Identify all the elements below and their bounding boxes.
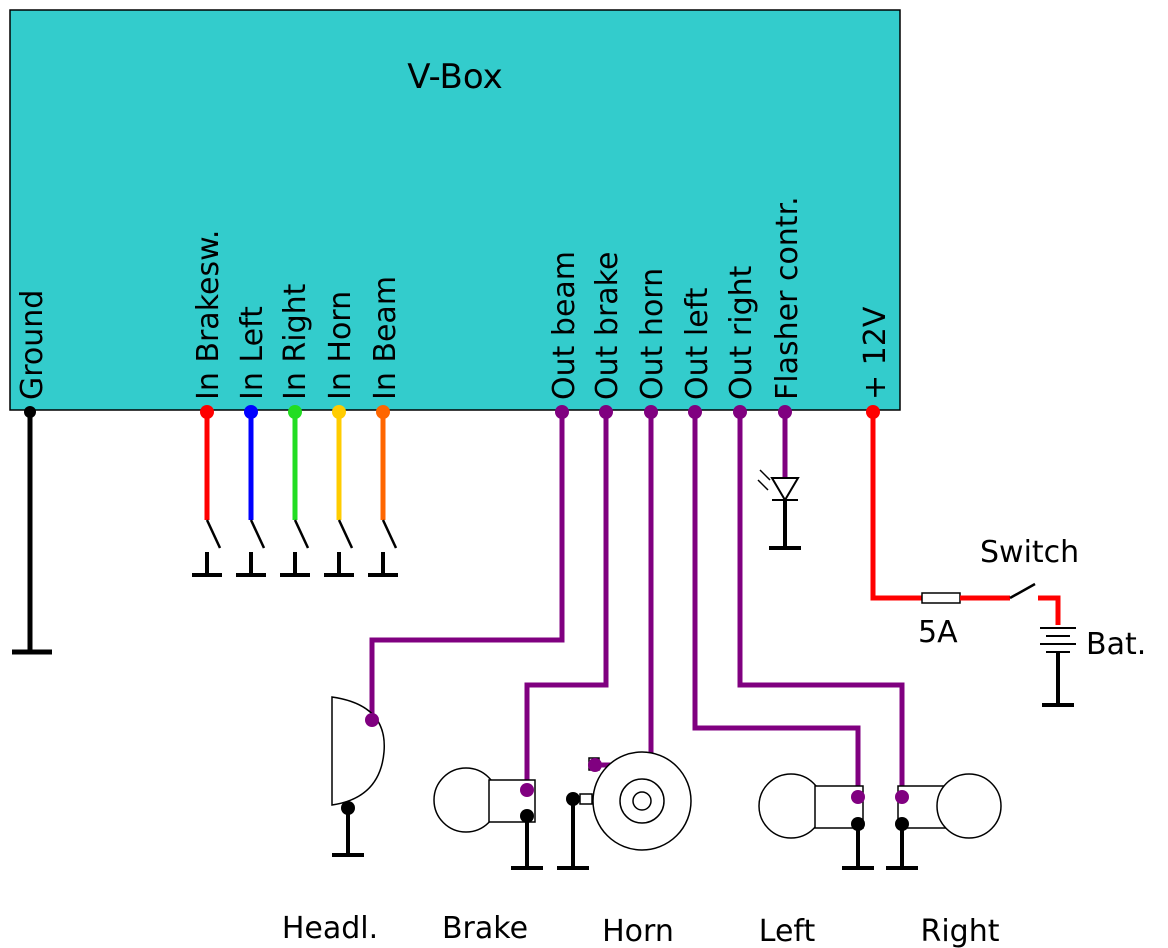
headlight-label: Headl. [282,911,378,946]
pin-label-ground: Ground [15,290,50,400]
pin-label-out-horn: Out horn [635,268,670,400]
out-left-wire [692,412,861,797]
out-horn-wire [595,412,654,768]
v-box-title: V-Box [407,57,503,97]
out-right-wire [737,412,905,797]
pin-label-in-right: In Right [278,283,313,400]
pin-label-in-horn: In Horn [323,291,358,400]
battery-icon [1040,627,1076,707]
pin-label-out-brake: Out brake [590,252,625,400]
pin-label-in-brakesw: In Brakesw. [191,230,226,400]
right-label: Right [921,914,1000,948]
horn-icon [557,751,692,870]
pin-label-in-beam: In Beam [368,276,403,400]
battery-label: Bat. [1086,627,1146,662]
pin-label-out-right: Out right [724,265,759,400]
output-wires [369,412,905,797]
input-right-wire [280,405,310,577]
ground-wire [12,406,52,655]
headlight-icon [331,696,385,857]
switch-label: Switch [980,535,1079,570]
pin-label-in-left: In Left [235,306,270,400]
output-pin-dots [555,405,792,419]
out-brake-wire [524,412,609,790]
left-lamp-icon [758,773,874,870]
pin-label-out-beam: Out beam [547,251,582,400]
input-left-wire [236,405,266,577]
pin-label-out-left: Out left [680,287,715,400]
pin-label-flasher: Flasher contr. [770,196,805,400]
fuse-label: 5A [918,615,958,650]
input-beam-wire [368,405,398,577]
horn-label: Horn [602,914,674,948]
out-beam-wire [369,412,565,720]
pin-label-12v: + 12V [858,306,893,400]
input-horn-wire [324,405,354,577]
left-label: Left [759,914,816,948]
power-wire [866,405,1061,625]
fuse-icon [921,592,961,604]
input-brakesw-wire [192,405,222,577]
brake-lamp-icon [433,767,543,870]
right-lamp-icon [886,773,1002,870]
flasher-led-icon [757,469,801,550]
brake-label: Brake [442,911,528,946]
v-box [9,9,901,411]
